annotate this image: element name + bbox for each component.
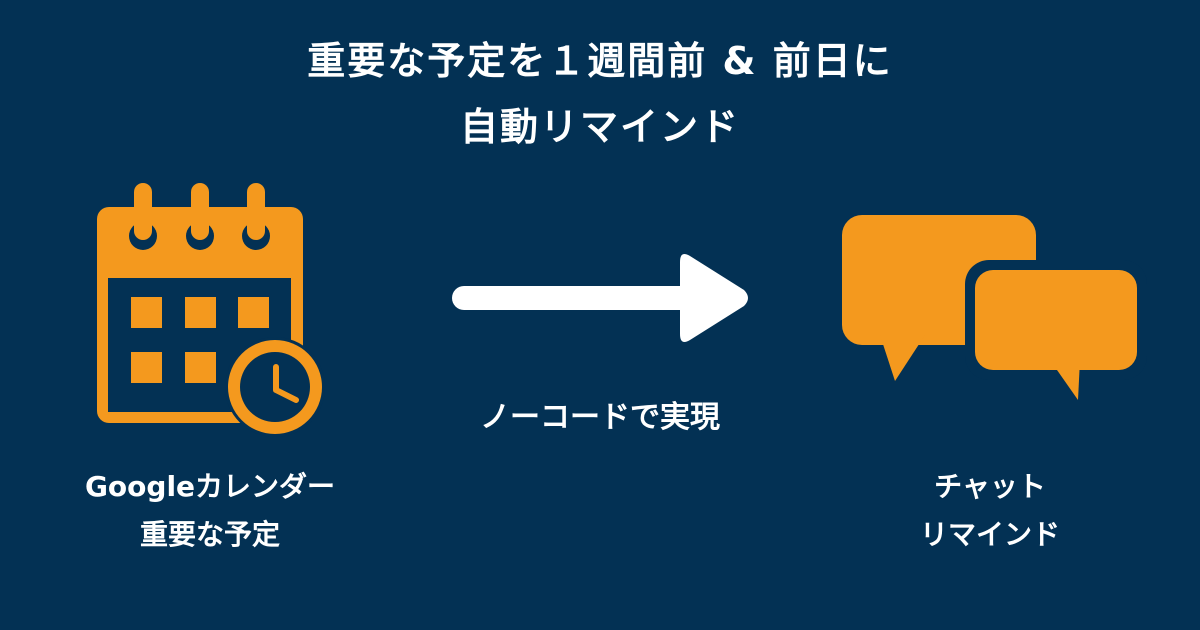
- target-label-line-1: チャット: [934, 470, 1046, 503]
- arrow-caption: ノーコードで実現: [480, 400, 720, 435]
- chat-bubbles-icon: [842, 215, 1147, 400]
- arrow-right-icon: [452, 254, 748, 342]
- target-label-line-2: リマインド: [919, 518, 1060, 551]
- source-label-line-2: 重要な予定: [139, 518, 280, 551]
- calendar-clock-icon: [97, 183, 325, 437]
- title-line-1: 重要な予定を１週間前 & 前日に: [307, 39, 893, 83]
- title-line-2: 自動リマインド: [459, 105, 740, 149]
- source-label-line-1: Googleカレンダー: [84, 470, 336, 503]
